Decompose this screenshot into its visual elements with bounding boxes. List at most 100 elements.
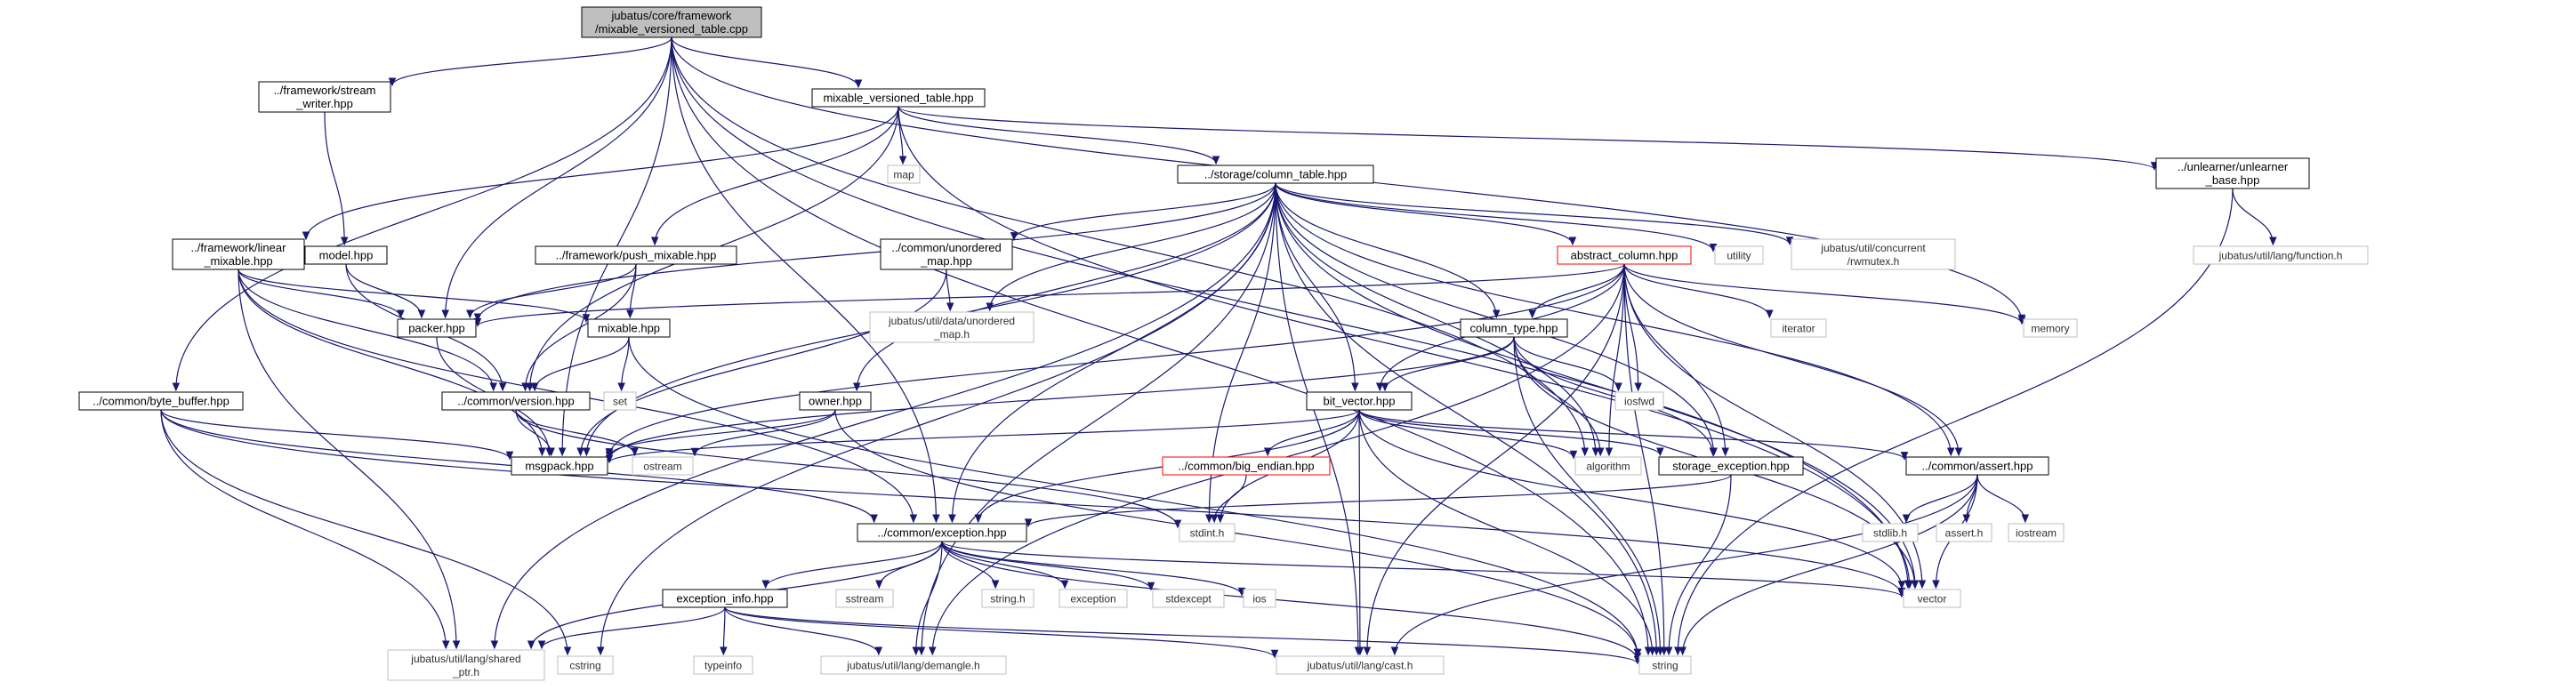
node-frame: [1770, 318, 1827, 338]
node-packer[interactable]: packer.hpp: [397, 318, 477, 338]
node-frame: [1460, 318, 1568, 338]
node-assert_hpp[interactable]: ../common/assert.hpp: [1905, 456, 2049, 476]
edge-version-to-stdint: [515, 409, 1182, 529]
node-label: jubatus/util/concurrent: [1820, 242, 1926, 254]
node-storage_exception[interactable]: storage_exception.hpp: [1658, 456, 1804, 476]
edge-mvt_hpp-to-vector: [898, 106, 1914, 590]
node-label: column_type.hpp: [1469, 322, 1558, 335]
edge-linear_mixable-to-mixable_hpp: [237, 269, 591, 324]
node-big_endian[interactable]: ../common/big_endian.hpp: [1162, 456, 1331, 476]
node-typeinfo: typeinfo: [693, 655, 753, 675]
node-data_unordered_map: jubatus/util/data/unordered_map.h: [869, 311, 1034, 343]
node-abstract_column[interactable]: abstract_column.hpp: [1557, 245, 1692, 265]
edge-column_table-to-abstract_column: [1275, 182, 1577, 246]
node-label: mixable.hpp: [598, 322, 660, 335]
edge-column_type-to-bit_vector: [1381, 336, 1515, 392]
edge-exception_info-to-string: [724, 606, 1642, 665]
edge-mvt_hpp-to-linear_mixable: [302, 106, 899, 241]
node-version[interactable]: ../common/version.hpp: [441, 391, 591, 411]
node-label: typeinfo: [704, 660, 742, 672]
node-label: sstream: [846, 593, 884, 606]
node-column_type[interactable]: column_type.hpp: [1460, 318, 1568, 338]
node-frame: [535, 245, 737, 265]
edge-mixable_hpp-to-version: [530, 336, 630, 392]
node-label: mixable_versioned_table.hpp: [823, 92, 973, 105]
node-bit_vector[interactable]: bit_vector.hpp: [1306, 391, 1413, 411]
node-frame: [172, 238, 305, 270]
edge-exception_hpp-to-stdexcept: [941, 541, 1155, 591]
node-msgpack[interactable]: msgpack.hpp: [511, 456, 608, 476]
edge-column_table-to-demangle: [917, 182, 1276, 656]
edge-column_table-to-shared_ptr: [490, 182, 1276, 650]
node-iostream: iostream: [2008, 523, 2065, 542]
edge-byte_buffer-to-msgpack: [160, 409, 514, 461]
node-frame: [397, 318, 477, 338]
edge-byte_buffer-to-vector: [160, 409, 1906, 597]
node-column_table[interactable]: ../storage/column_table.hpp: [1177, 164, 1374, 184]
node-push_mixable[interactable]: ../framework/push_mixable.hpp: [535, 245, 737, 265]
edge-assert_hpp-to-cast: [1390, 474, 1978, 656]
node-unordered_map[interactable]: ../common/unordered_map.hpp: [880, 238, 1013, 270]
node-stream_writer[interactable]: ../framework/stream_writer.hpp: [258, 81, 391, 113]
edge-bit_vector-to-storage_exception: [1358, 409, 1664, 457]
node-label: string: [1652, 660, 1678, 672]
node-demangle: jubatus/util/lang/demangle.h: [820, 655, 1007, 675]
edge-column_table-to-packer: [473, 182, 1276, 323]
node-linear_mixable[interactable]: ../framework/linear_mixable.hpp: [172, 238, 305, 270]
node-shared_ptr: jubatus/util/lang/shared_ptr.h: [387, 649, 545, 681]
edge-root-to-mvt_hpp: [671, 36, 863, 89]
node-label: msgpack.hpp: [525, 460, 593, 473]
node-set: set: [603, 391, 637, 411]
edge-linear_mixable-to-msgpack: [237, 269, 546, 457]
node-byte_buffer[interactable]: ../common/byte_buffer.hpp: [78, 391, 244, 411]
edge-byte_buffer-to-shared_ptr: [160, 409, 450, 650]
node-label: ios: [1252, 593, 1266, 606]
edge-linear_mixable-to-version: [237, 269, 497, 392]
edge-mixable_hpp-to-set: [617, 336, 630, 392]
node-label: map: [893, 169, 914, 181]
node-map: map: [887, 164, 921, 184]
node-iterator: iterator: [1770, 318, 1827, 338]
node-label: _writer.hpp: [295, 97, 353, 110]
node-label: jubatus/util/lang/cast.h: [1307, 660, 1413, 672]
node-frame: [1059, 589, 1128, 608]
edge-assert_hpp-to-iostream: [1976, 474, 2030, 524]
edge-bit_vector-to-string: [1358, 409, 1656, 656]
node-model_hpp[interactable]: model.hpp: [304, 245, 388, 265]
edge-abstract_column-to-assert_hpp: [1623, 263, 1963, 457]
node-frame: [1936, 523, 1992, 542]
edge-mvt_hpp-to-column_table: [898, 106, 1220, 165]
edge-assert_hpp-to-string: [1678, 474, 1978, 656]
node-mvt_hpp[interactable]: mixable_versioned_table.hpp: [811, 88, 986, 108]
edge-version-to-msgpack: [515, 409, 555, 457]
node-label: jubatus/util/lang/demangle.h: [846, 660, 979, 672]
edge-abstract_column-to-algorithm: [1605, 263, 1625, 457]
node-owner[interactable]: owner.hpp: [799, 391, 872, 411]
node-label: ../common/big_endian.hpp: [1178, 460, 1314, 473]
node-exception_hpp[interactable]: ../common/exception.hpp: [857, 523, 1027, 542]
edge-exception_hpp-to-exception_info: [761, 541, 943, 590]
node-frame: [511, 456, 608, 476]
edge-linear_mixable-to-packer: [237, 269, 405, 319]
node-frame: [557, 655, 614, 675]
node-label: jubatus/util/lang/shared: [410, 653, 520, 665]
node-label: jubatus/util/lang/function.h: [2218, 250, 2343, 262]
node-exception_info[interactable]: exception_info.hpp: [662, 589, 788, 608]
edge-push_mixable-to-version: [521, 263, 637, 392]
node-mixable_hpp[interactable]: mixable.hpp: [587, 318, 671, 338]
edge-abstract_column-to-cast: [1363, 263, 1625, 656]
edge-column_type-to-iosfwd: [1513, 336, 1622, 392]
node-root[interactable]: jubatus/core/framework/mixable_versioned…: [581, 6, 762, 38]
node-frame: [581, 6, 762, 38]
edge-exception_info-to-shared_ptr: [537, 606, 726, 650]
node-vector: vector: [1903, 589, 1961, 608]
edge-owner-to-msgpack: [605, 409, 836, 457]
node-label: iosfwd: [1624, 396, 1654, 408]
node-label: ../framework/stream: [274, 84, 376, 97]
node-label: ../unlearner/unlearner: [2178, 160, 2289, 173]
edge-root-to-exception_hpp: [671, 36, 940, 524]
node-frame: [1714, 245, 1764, 265]
edge-exception_hpp-to-vector: [941, 541, 1906, 598]
node-label: _base.hpp: [2205, 173, 2260, 187]
node-unlearner_base[interactable]: ../unlearner/unlearner_base.hpp: [2155, 157, 2310, 189]
